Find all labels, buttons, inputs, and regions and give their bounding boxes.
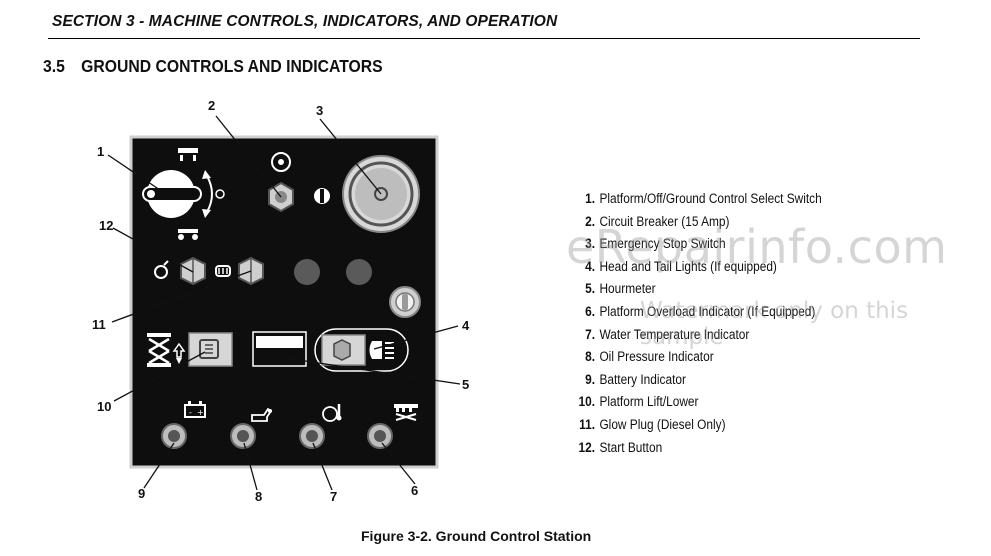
legend-item: 8.Oil Pressure Indicator bbox=[566, 346, 822, 369]
legend-number: 2. bbox=[585, 213, 596, 229]
svg-text:+: + bbox=[197, 408, 204, 417]
legend-label: Platform/Off/Ground Control Select Switc… bbox=[599, 191, 822, 206]
legend-number: 1. bbox=[585, 191, 596, 206]
legend-number: 6. bbox=[585, 303, 596, 319]
legend-item: 12.Start Button bbox=[566, 437, 822, 460]
legend-number: 4. bbox=[585, 258, 596, 274]
ground-machine-icon bbox=[178, 229, 198, 240]
platform-icon bbox=[178, 148, 198, 161]
water-temperature-indicator bbox=[299, 423, 325, 449]
platform-overload-icon bbox=[394, 404, 418, 421]
legend-number: 5. bbox=[585, 281, 596, 297]
legend-number: 3. bbox=[585, 236, 596, 252]
legend-item: 7.Water Temperature Indicator bbox=[566, 324, 822, 347]
legend-label: Oil Pressure Indicator bbox=[599, 349, 714, 365]
legend-item: 9.Battery Indicator bbox=[566, 369, 822, 392]
breaker-reset-icon bbox=[314, 188, 330, 204]
select-switch bbox=[142, 148, 225, 240]
legend-number: 12. bbox=[578, 439, 596, 455]
start-button bbox=[180, 256, 206, 286]
legend-label: Glow Plug (Diesel Only) bbox=[599, 416, 726, 432]
legend-item: 10.Platform Lift/Lower bbox=[566, 391, 822, 414]
legend-label: Platform Overload Indicator (If Equipped… bbox=[599, 303, 816, 319]
callout-7: 7 bbox=[330, 489, 337, 504]
legend-item: 5.Hourmeter bbox=[566, 278, 822, 301]
leader-lines bbox=[107, 115, 461, 491]
legend-label: Emergency Stop Switch bbox=[599, 236, 726, 252]
legend-label: Hourmeter bbox=[599, 281, 656, 297]
subsection-title: GROUND CONTROLS AND INDICATORS bbox=[81, 56, 383, 76]
platform-lift-lower-switch bbox=[147, 332, 233, 367]
subsection-heading: 3.5 GROUND CONTROLS AND INDICATORS bbox=[43, 56, 383, 77]
header-rule bbox=[48, 38, 920, 39]
svg-text:-: - bbox=[189, 408, 192, 417]
legend-number: 10. bbox=[578, 394, 596, 410]
callout-12: 12 bbox=[99, 218, 113, 233]
platform-overload-indicator bbox=[367, 423, 393, 449]
legend-item: 11.Glow Plug (Diesel Only) bbox=[566, 414, 822, 437]
legend-item: 6.Platform Overload Indicator (If Equipp… bbox=[566, 301, 822, 324]
legend-number: 7. bbox=[585, 326, 596, 342]
legend-label: Circuit Breaker (15 Amp) bbox=[599, 213, 730, 229]
section-header: SECTION 3 - MACHINE CONTROLS, INDICATORS… bbox=[52, 13, 558, 30]
legend-item: 2.Circuit Breaker (15 Amp) bbox=[566, 211, 822, 234]
legend-item: 4.Head and Tail Lights (If equipped) bbox=[566, 256, 822, 279]
legend-label: Water Temperature Indicator bbox=[599, 326, 750, 342]
legend-label: Head and Tail Lights (If equipped) bbox=[599, 258, 777, 274]
callout-11: 11 bbox=[92, 317, 106, 332]
callout-4: 4 bbox=[462, 318, 470, 333]
battery-icon: - + bbox=[184, 401, 206, 418]
callout-5: 5 bbox=[462, 377, 469, 392]
oil-pressure-indicator bbox=[230, 423, 256, 449]
callout-8: 8 bbox=[255, 489, 262, 504]
callout-10: 10 bbox=[97, 399, 111, 414]
subsection-number: 3.5 bbox=[43, 56, 65, 76]
legend-number: 11. bbox=[579, 416, 596, 432]
callout-1: 1 bbox=[97, 144, 104, 159]
blank-plug bbox=[294, 259, 320, 285]
watermark-sub: Watermark only on this sample bbox=[640, 298, 909, 350]
up-down-arrow-icon bbox=[172, 342, 186, 364]
callout-2: 2 bbox=[208, 98, 215, 113]
blank-plug bbox=[346, 259, 372, 285]
scissor-lift-icon bbox=[147, 333, 171, 367]
callout-9: 9 bbox=[138, 486, 145, 501]
figure-caption: Figure 3-2. Ground Control Station bbox=[361, 528, 592, 544]
legend-list: 1.Platform/Off/Ground Control Select Swi… bbox=[566, 188, 857, 459]
legend-number: 8. bbox=[585, 349, 596, 365]
indicator-knob bbox=[389, 286, 421, 318]
legend-label: Start Button bbox=[599, 439, 663, 455]
thermometer-icon bbox=[322, 404, 342, 422]
legend-label: Battery Indicator bbox=[599, 371, 686, 387]
glow-plug-icon bbox=[215, 265, 231, 277]
watermark: eRepairinfo.com bbox=[566, 220, 948, 274]
battery-indicator bbox=[161, 423, 187, 449]
legend-item: 3.Emergency Stop Switch bbox=[566, 233, 822, 256]
headlight-icon bbox=[369, 341, 394, 359]
hourmeter bbox=[252, 331, 307, 367]
legend-item: 1.Platform/Off/Ground Control Select Swi… bbox=[566, 188, 822, 211]
legend-label: Platform Lift/Lower bbox=[599, 394, 699, 410]
ignition-key-icon bbox=[154, 260, 169, 279]
lights-switch bbox=[314, 328, 409, 372]
oil-can-icon bbox=[251, 407, 273, 422]
legend-number: 9. bbox=[585, 371, 596, 387]
callout-6: 6 bbox=[411, 483, 418, 498]
callout-3: 3 bbox=[316, 103, 323, 118]
